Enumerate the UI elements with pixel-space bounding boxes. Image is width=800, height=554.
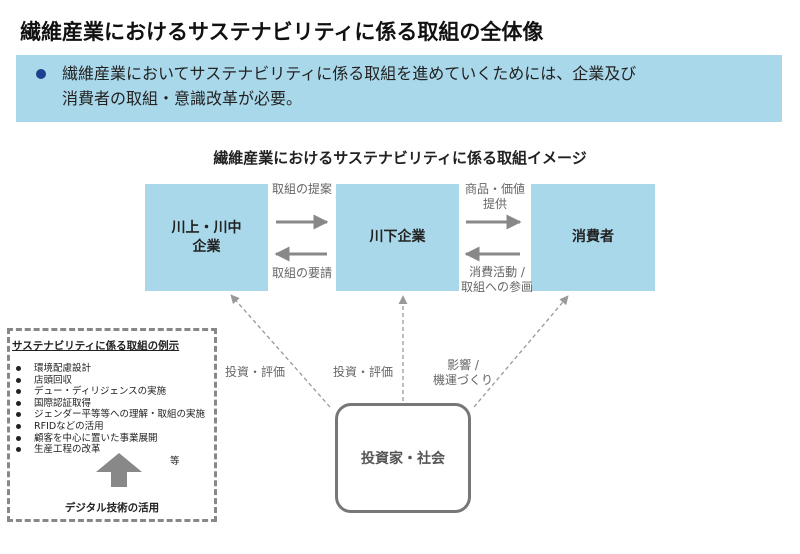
node-society: 投資家・社会 [335,403,471,513]
arrow-influence [473,295,569,408]
label-consumption-line-2: 取組への参画 [460,280,533,294]
label-influence-line-1: 影響 / [447,358,479,372]
label-investment-center: 投資・評価 [333,365,394,379]
label-products-line-1: 商品・価値 [464,182,525,196]
summary-banner [16,55,782,122]
node-consumer: 消費者 [531,184,655,291]
summary-line-2: 消費者の取組・意識改革が必要。 [62,89,303,108]
list-item: 生産工程の改革 [12,444,212,456]
list-item: デュー・ディリジェンスの実施 [12,386,212,398]
examples-title: サステナビリティに係る取組の例示 [12,340,180,352]
node-upstream: 川上・川中 企業 [145,184,268,291]
examples-list: 環境配慮設計 店頭回収 デュー・ディリジェンスの実施 国際認証取得 ジェンダー平… [12,363,212,456]
summary-line-1: 繊維産業においてサステナビリティに係る取組を進めていくためには、企業及び [62,64,637,83]
label-proposal: 取組の提案 [271,182,332,196]
digital-arrow-icon [96,453,142,487]
label-investment-left: 投資・評価 [225,365,286,379]
bullet-icon [36,69,46,79]
node-downstream: 川下企業 [336,184,459,291]
list-item: 顧客を中心に置いた事業展開 [12,433,212,445]
arrow-investment-left [230,294,331,408]
list-item: RFIDなどの活用 [12,421,212,433]
label-influence-line-2: 機運づくり [433,373,494,387]
examples-digital-label: デジタル技術の活用 [64,502,160,514]
list-item: 環境配慮設計 [12,363,212,375]
node-upstream-line-2: 企業 [192,238,221,255]
examples-etc: 等 [170,456,180,467]
label-request: 取組の要請 [271,266,332,280]
list-item: 店頭回収 [12,375,212,387]
list-item: ジェンダー平等等への理解・取組の実施 [12,409,212,421]
node-upstream-line-1: 川上・川中 [171,219,242,236]
label-products: 商品・価値 提供 [450,182,540,212]
label-consumption: 消費活動 / 取組への参画 [450,265,544,295]
page-title: 繊維産業におけるサステナビリティに係る取組の全体像 [20,20,544,44]
label-consumption-line-1: 消費活動 / [469,265,525,279]
diagram-title: 繊維産業におけるサステナビリティに係る取組イメージ [213,149,587,167]
list-item: 国際認証取得 [12,398,212,410]
summary-text: 繊維産業においてサステナビリティに係る取組を進めていくためには、企業及び 消費者… [62,61,762,111]
label-influence: 影響 / 機運づくり [433,358,493,388]
label-products-line-2: 提供 [482,197,507,211]
examples-box [7,328,217,522]
